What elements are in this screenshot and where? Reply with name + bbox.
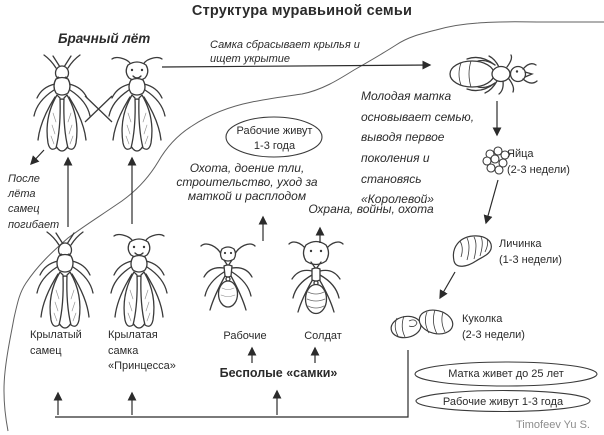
soldier-tasks-label: Охрана, войны, охота	[308, 202, 434, 216]
workers-live-callout-ellipse	[225, 116, 323, 158]
nuptial-flight-label: Брачный лёт	[58, 31, 151, 46]
arrow-female-to-queen	[161, 60, 432, 70]
arrow-larva-to-pupa	[439, 271, 456, 300]
larva-icon	[452, 235, 492, 267]
winged-female-ant-icon	[110, 233, 168, 329]
female-sheds-wings-label: Самка сбрасывает крылья и ищет укрытие	[210, 39, 360, 66]
larva-label: Личинка (1-3 недели)	[499, 238, 562, 266]
eggs-cluster-icon	[482, 146, 510, 175]
soldier-ant-icon	[288, 240, 344, 315]
queen-lifespan-ellipse	[414, 361, 598, 387]
winged-female-label: Крылатая самка «Принцесса»	[108, 329, 176, 373]
winged-male-ant-icon	[33, 54, 91, 152]
queen-lifespan-callout: Матка живет до 25 лет	[448, 368, 564, 380]
cycle-return-line	[55, 350, 409, 418]
sexless-females-label: Бесполые «самки»	[219, 366, 338, 380]
eggs-label: Яйца (2-3 недели)	[507, 148, 570, 176]
winged-female-ant-icon	[108, 56, 166, 152]
workers-lifespan-ellipse	[415, 389, 591, 413]
workers-label: Рабочие	[223, 330, 267, 342]
mating-cross-icon	[84, 95, 113, 123]
workers-lifespan-callout: Рабочие живут 1-3 года	[442, 396, 564, 408]
young-queen-label: Молодая матка основывает семью, выводя п…	[361, 89, 475, 207]
workers-live-callout: Рабочие живут 1-3 года	[236, 125, 313, 153]
arrow-eggs-to-larva	[483, 179, 499, 225]
worker-tasks-label: Охота, доение тли, строительство, уход з…	[176, 161, 318, 204]
arrow-male-dies	[30, 149, 45, 165]
soldier-label: Солдат	[304, 330, 342, 342]
signature: Timofeev Yu S.	[516, 419, 590, 431]
pupa-icon	[388, 306, 456, 341]
page-title: Структура муравьиной семьи	[191, 3, 413, 19]
pupa-label: Куколка (2-3 недели)	[462, 313, 525, 341]
winged-male-label: Крылатый самец	[30, 329, 82, 357]
male-dies-label: После лёта самец погибает	[8, 173, 60, 231]
worker-ant-icon	[200, 243, 256, 311]
winged-male-ant-icon	[36, 231, 94, 329]
ground-surface-line	[3, 21, 604, 432]
